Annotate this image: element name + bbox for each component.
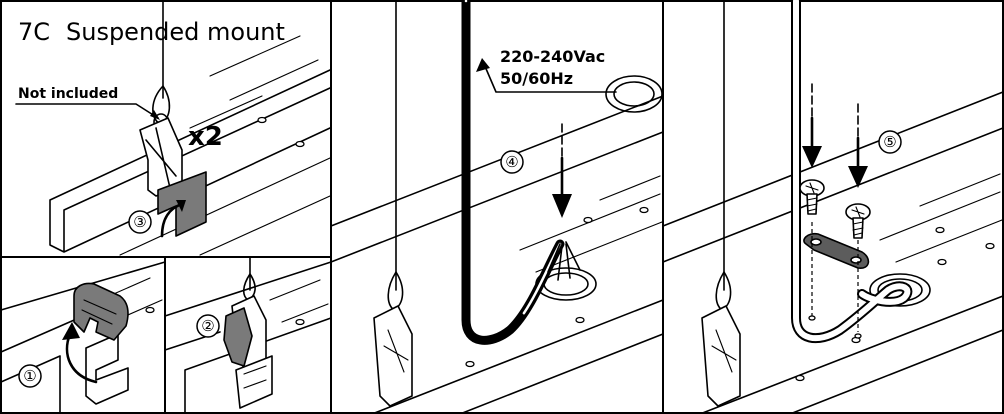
step-2-label: ② [201,317,214,335]
step-1-badge [18,364,42,388]
bracket-slots [243,365,267,389]
voltage-leader [483,63,617,93]
clip-slots [81,299,117,325]
rotate-arrow-head [176,200,186,212]
clamp-hole [850,256,862,264]
housing-back-lines [119,157,331,256]
housing-hole [257,116,267,124]
cable-grommet [869,273,931,307]
hanger-hook [701,305,741,407]
clamp-target-hole [808,315,816,321]
housing-lines [330,95,664,414]
step-4-label: ④ [505,153,518,171]
step-5-badge [878,130,902,154]
hanger-hook-detail [145,127,177,189]
housing-slots [879,173,1003,263]
step-4-badge [500,150,524,174]
rotate-arrow [65,332,98,384]
rotate-arrow-head [62,322,80,340]
hook-detail [711,329,737,373]
clamp-target-hole [854,333,862,339]
power-wires [547,241,581,281]
hook-detail [383,329,409,373]
housing-hole [937,258,947,266]
power-cable-inner [793,0,911,341]
panel-step-4-power: 220-240Vac 50/60Hz ④ [330,0,664,414]
step-1-label: ① [23,367,36,385]
panel-frame [0,256,166,414]
housing-hole [639,206,649,214]
housing-hole [465,360,475,368]
housing-hole [295,140,305,148]
panel-step-5-clamp: ⑤ [662,0,1004,414]
voltage-leader-head [476,58,490,72]
housing-hole [575,316,585,324]
housing-hole [795,374,805,382]
housing-slots [189,35,319,129]
page-title: Suspended mount [66,18,285,46]
housing-hole [935,226,945,234]
housing-slots [269,279,329,323]
voltage-label: 220-240Vac [500,47,605,66]
clamp-hole [810,238,822,246]
hanger-hook [373,305,413,407]
quantity-label: x2 [188,122,223,152]
clip-bracket [73,282,129,341]
step-2-badge [196,314,220,338]
housing-hole [583,216,593,224]
not-included-leader [15,103,159,119]
step-3-badge [128,210,152,234]
ceiling-fitting-inner [613,81,655,107]
power-cable-highlight [464,0,562,342]
housing-hole [295,318,305,326]
base-bracket [85,333,129,405]
screw-icon [845,203,871,239]
screw-arrow-head [802,146,822,168]
insert-arrow-head [552,194,572,218]
base-bracket [235,355,273,409]
housing-hole [145,306,155,314]
step-3-label: ③ [133,213,146,231]
leader-arrow-head [150,110,160,120]
housing-hole [985,242,995,250]
frequency-label: 50/60Hz [500,69,573,88]
clip-bracket [223,307,253,367]
panel-suspended-mount-overview: 7C Suspended mount Not included x2 ③ [0,0,332,258]
alignment-lines [811,222,859,332]
panel-step-2: ② [164,256,332,414]
screw-arrow-head [848,166,868,188]
step-5-label: ⑤ [883,133,896,151]
housing-lines [662,91,1004,414]
not-included-label: Not included [18,86,118,102]
panel-step-1: ① [0,256,166,414]
title-code: 7C [18,18,50,46]
screw-icon [799,179,825,215]
